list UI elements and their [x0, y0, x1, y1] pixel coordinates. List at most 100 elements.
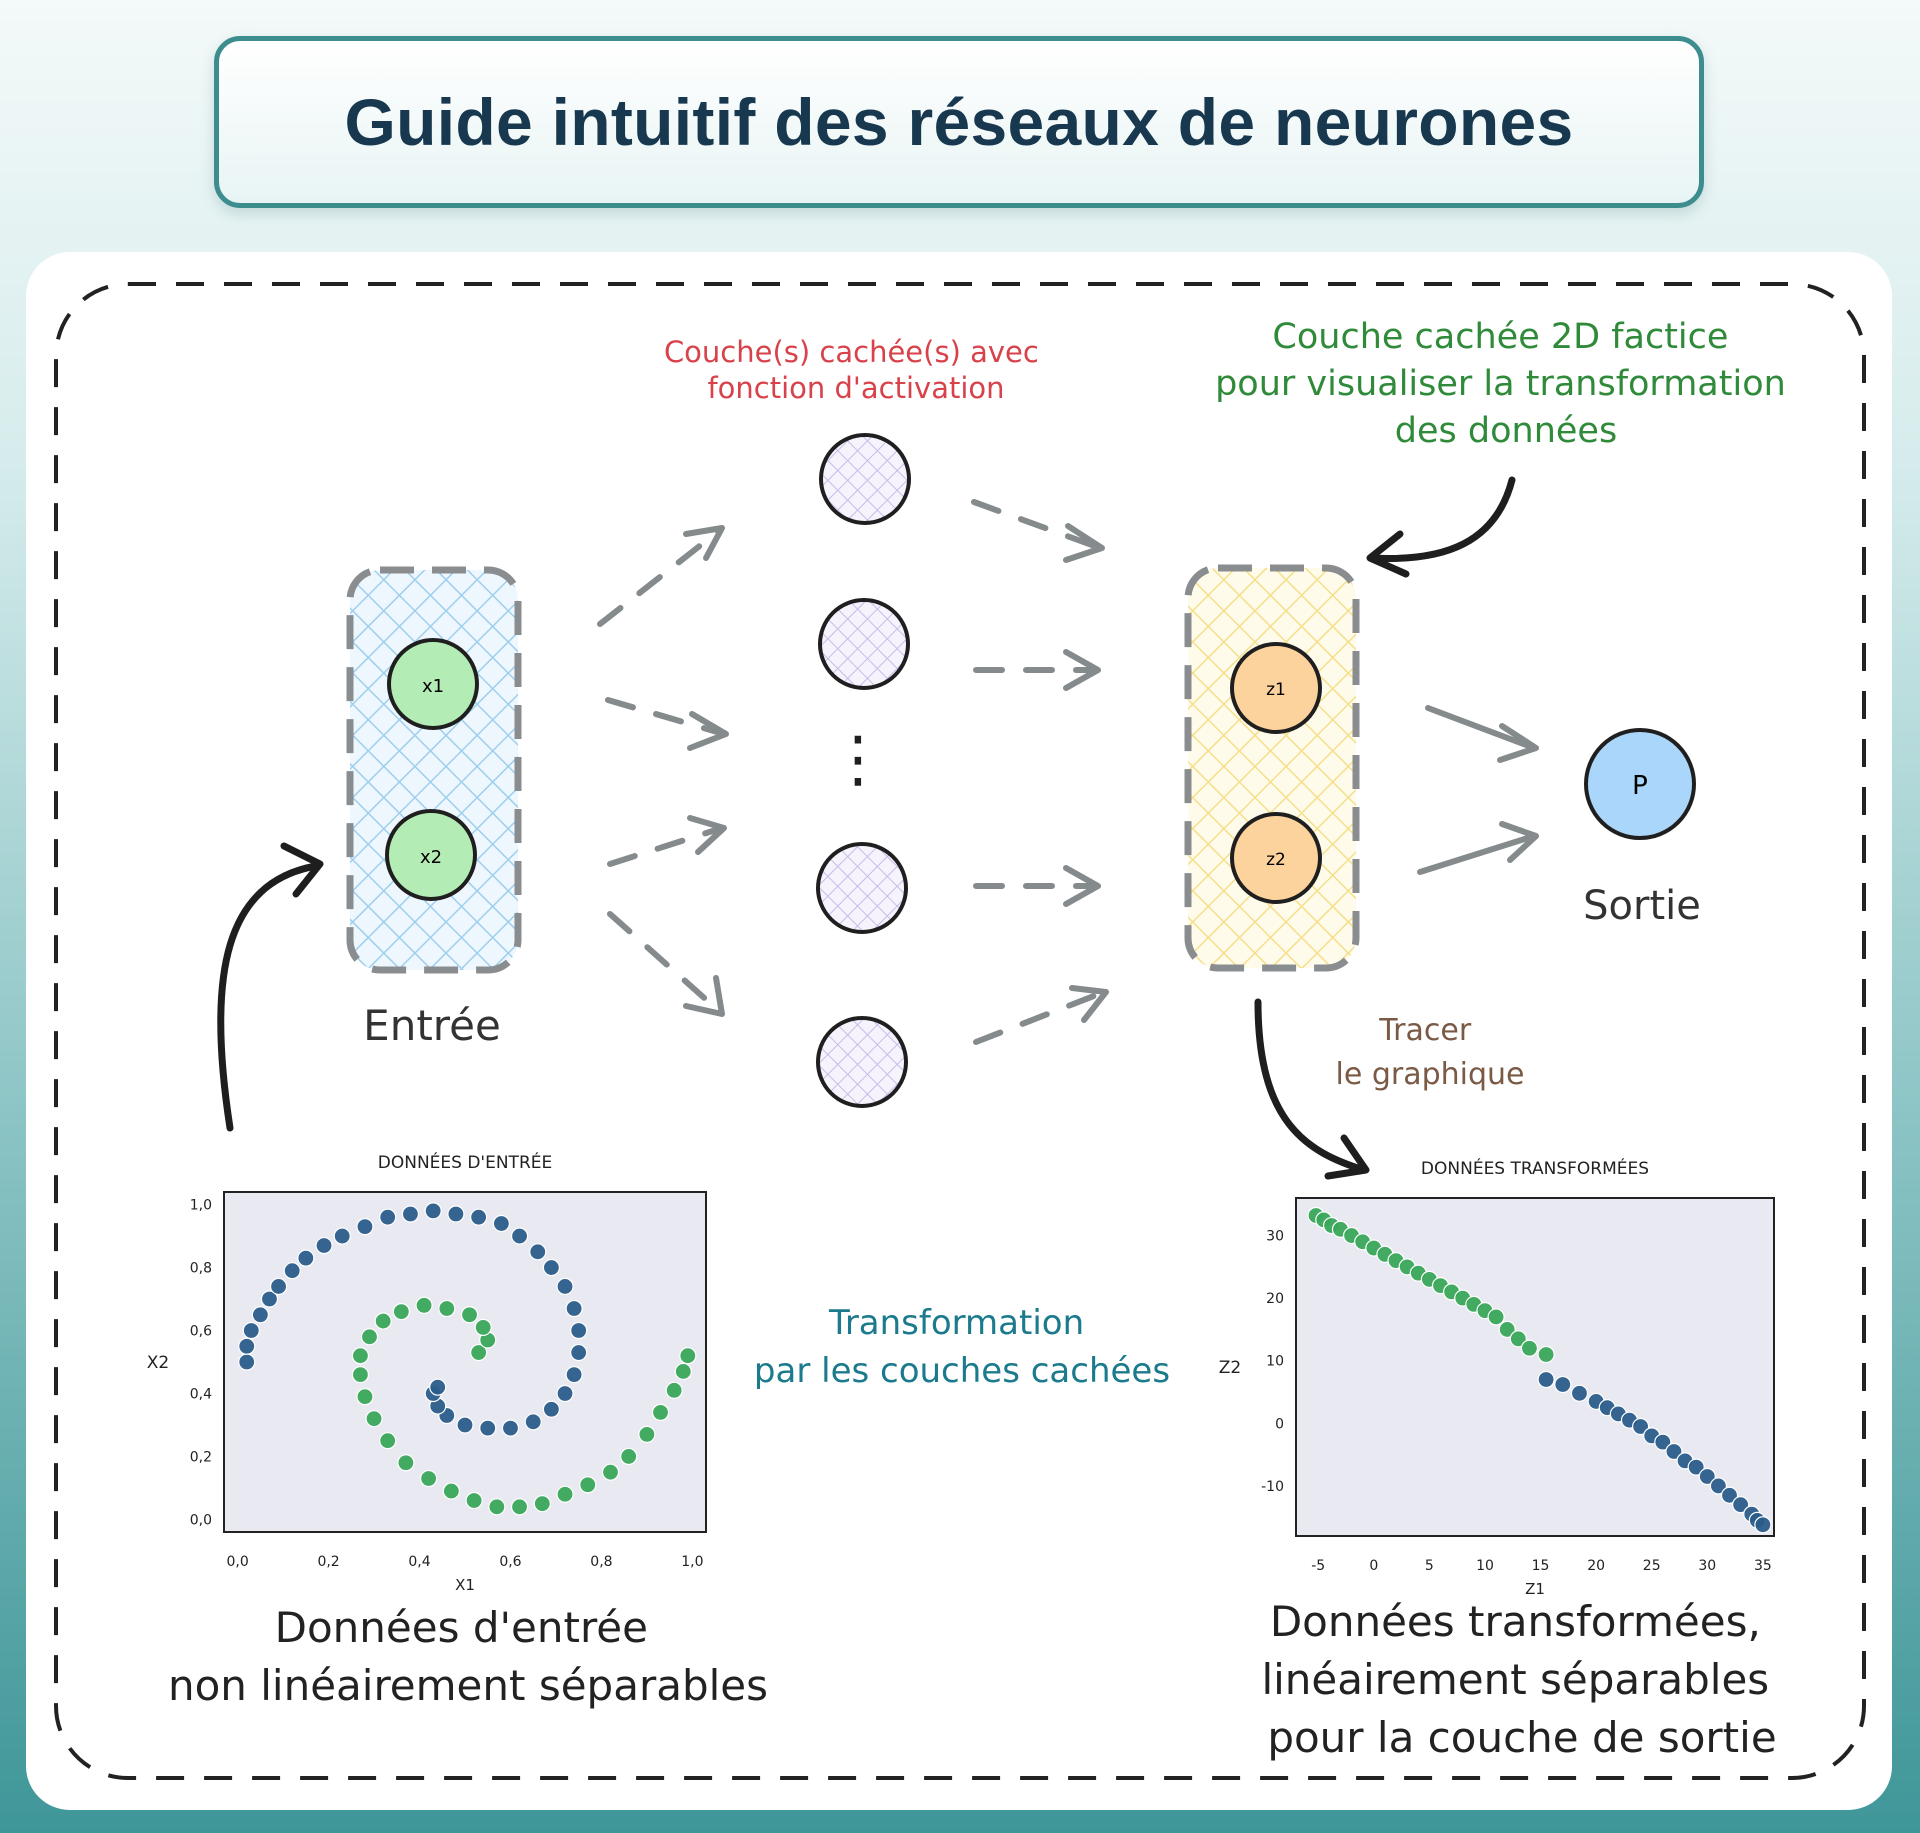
data-point [438, 1299, 456, 1318]
x-tick-label: 1,0 [681, 1554, 703, 1570]
output-caption-line: Données transformées, [1270, 1597, 1761, 1646]
x-axis-label: Z1 [1525, 1580, 1545, 1598]
data-point [1732, 1496, 1750, 1514]
hidden-node [819, 433, 911, 525]
data-point [374, 1312, 392, 1330]
connection-arrow [607, 911, 725, 1017]
page-title: Guide intuitif des réseaux de neurones [344, 85, 1574, 159]
data-point [1698, 1467, 1716, 1486]
x-tick-label: 0,4 [408, 1554, 430, 1570]
output-caption-line: linéairement séparables [1261, 1655, 1769, 1704]
data-point [1709, 1477, 1728, 1495]
data-point [1665, 1442, 1683, 1461]
data-point [360, 1328, 379, 1346]
data-point [297, 1249, 315, 1267]
x-tick-label: 0,8 [590, 1554, 612, 1570]
input-node-label: x2 [420, 847, 442, 868]
data-point [674, 1362, 692, 1381]
diagram-card: Couche(s) cachée(s) avec fonction d'acti… [26, 252, 1892, 1810]
plot-note: Tracer le graphique [1336, 1013, 1525, 1092]
connection-arrow [1417, 821, 1539, 875]
latent-node-label: z2 [1266, 850, 1286, 870]
x-tick-label: 25 [1643, 1558, 1661, 1574]
dashed-frame [54, 282, 1866, 1780]
arrow-to-latent-layer [1366, 476, 1516, 578]
plot-area [223, 1191, 707, 1533]
data-point [283, 1262, 301, 1280]
data-point [570, 1343, 588, 1362]
data-point [392, 1303, 410, 1321]
latent-node-label: z1 [1266, 680, 1286, 700]
data-point [488, 1498, 506, 1516]
data-point [651, 1403, 670, 1421]
x-tick-label: 35 [1754, 1558, 1772, 1574]
y-tick-label: 0,6 [190, 1324, 212, 1340]
connection-arrow [605, 697, 729, 751]
output-caption: Données transformées, linéairement sépar… [1261, 1597, 1782, 1762]
fake-2d-layer-label-line: Couche cachée 2D factice [1272, 317, 1728, 357]
output-label: Sortie [1583, 883, 1701, 929]
x-tick-label: 0,0 [227, 1554, 249, 1570]
hidden-layer-label: Couche(s) cachée(s) avec fonction d'acti… [664, 335, 1048, 405]
x-axis-label: X1 [455, 1576, 475, 1594]
plot-note-line: le graphique [1336, 1057, 1525, 1092]
latent-node-z2 [1230, 812, 1322, 904]
data-point [420, 1469, 438, 1488]
data-point [424, 1202, 442, 1220]
y-tick-label: 0,0 [190, 1512, 212, 1528]
connection-arrow [1425, 705, 1539, 763]
x-tick-label: 0,2 [317, 1554, 339, 1570]
data-point [542, 1258, 560, 1277]
data-point [533, 1495, 551, 1513]
data-point [1498, 1320, 1516, 1339]
input-caption: Données d'entrée non linéairement sépara… [168, 1603, 768, 1710]
data-point [456, 1416, 474, 1434]
fake-2d-layer-label-line: des données [1395, 411, 1617, 451]
data-point [565, 1365, 583, 1384]
hidden-layer-label-line: Couche(s) cachée(s) avec [664, 335, 1039, 369]
arrow-latent-to-plot [1254, 998, 1370, 1180]
data-point [429, 1378, 447, 1396]
connection-arrow [597, 525, 725, 627]
input-caption-line: Données d'entrée [275, 1603, 648, 1652]
latent-layer-box [1184, 564, 1360, 972]
latent-node-z1 [1230, 642, 1322, 734]
connection-arrow [973, 865, 1101, 907]
chart-title: DONNÉES TRANSFORMÉES [1421, 1157, 1649, 1179]
connection-arrow [607, 815, 727, 867]
x-tick-label: 0,6 [499, 1554, 521, 1570]
input-label: Entrée [363, 1001, 501, 1050]
input-node-label: x1 [422, 676, 444, 697]
data-point [510, 1227, 529, 1245]
data-point [251, 1306, 269, 1324]
data-point [1754, 1516, 1772, 1534]
y-tick-label: 0,8 [190, 1261, 212, 1277]
y-axis-label: Z2 [1219, 1358, 1241, 1378]
data-point [379, 1208, 397, 1226]
connection-arrow [973, 649, 1101, 691]
transformation-label-line: par les couches cachées [754, 1351, 1170, 1391]
data-point [1720, 1486, 1739, 1504]
x-tick-label: 5 [1425, 1558, 1434, 1574]
input-caption-line: non linéairement séparables [168, 1661, 768, 1710]
connection-arrow [973, 985, 1109, 1045]
data-point [365, 1410, 383, 1428]
data-point [465, 1491, 483, 1510]
x-tick-label: 10 [1476, 1558, 1494, 1574]
data-point [556, 1277, 574, 1296]
y-tick-label: 1,0 [190, 1198, 212, 1214]
fake-2d-layer-label: Couche cachée 2D factice pour visualiser… [1215, 317, 1797, 451]
data-point [1487, 1308, 1505, 1326]
y-tick-label: 0,4 [190, 1386, 212, 1402]
data-point [1632, 1417, 1650, 1436]
output-node-label: P [1632, 771, 1648, 801]
data-point [315, 1236, 333, 1255]
data-point [397, 1454, 415, 1472]
hidden-node [816, 1016, 908, 1108]
data-point [460, 1306, 479, 1324]
data-point [579, 1476, 597, 1494]
y-tick-label: 10 [1266, 1354, 1284, 1370]
input-node-x2 [385, 809, 477, 901]
